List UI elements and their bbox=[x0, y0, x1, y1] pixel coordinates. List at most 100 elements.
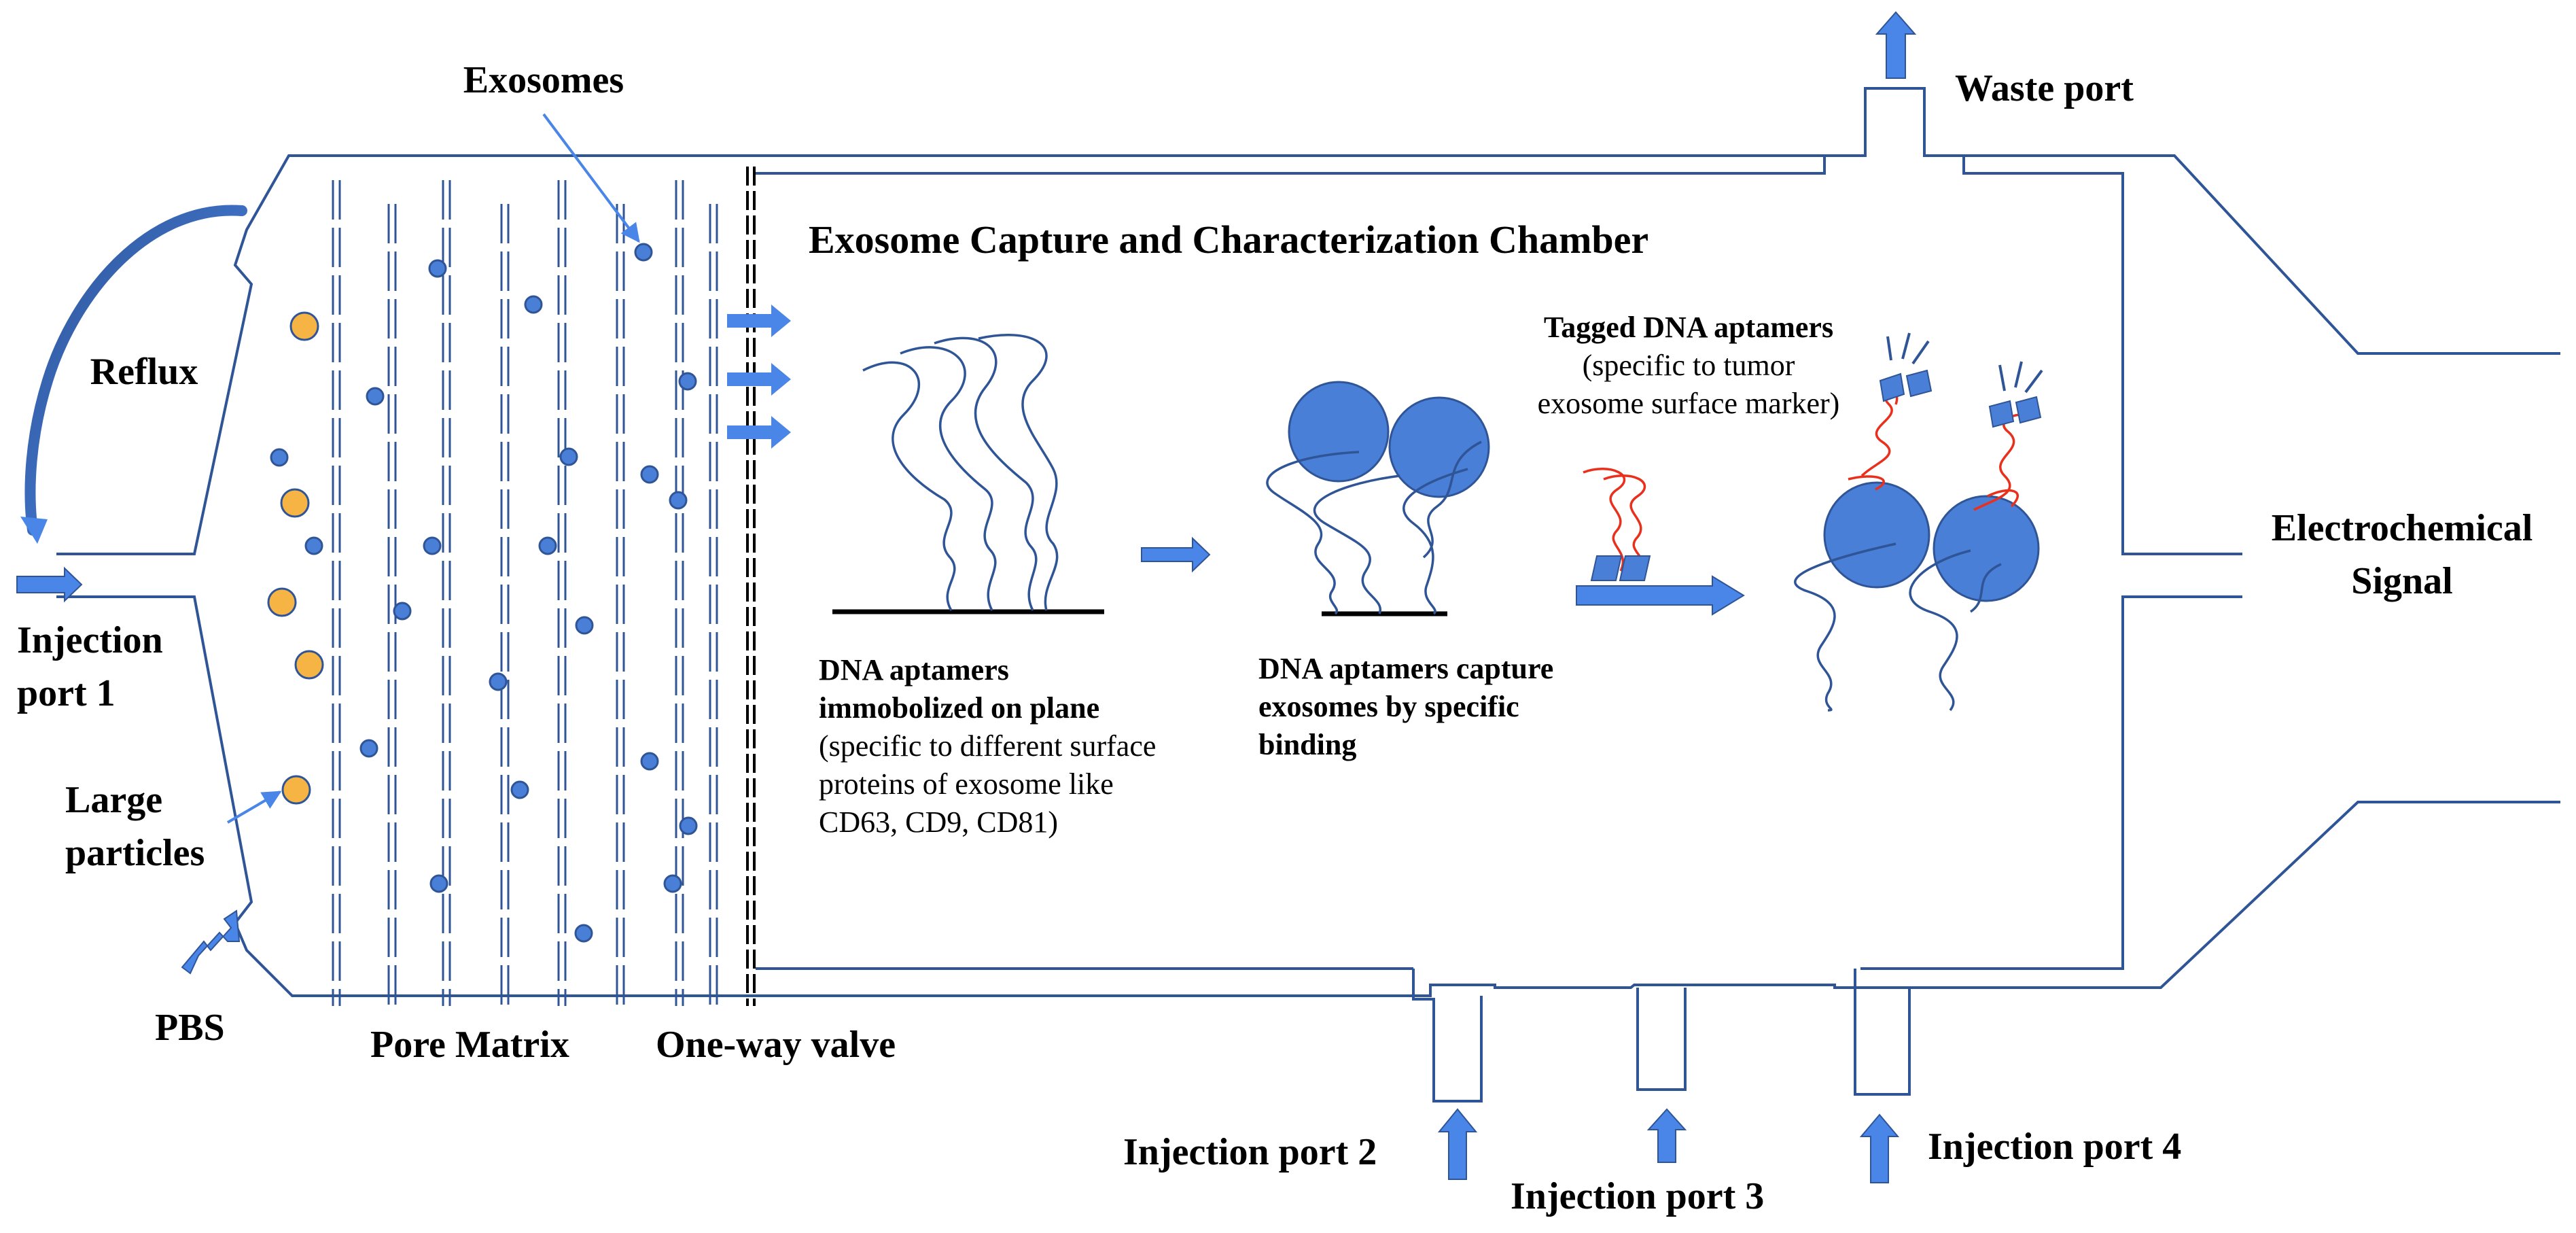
capture-line1: DNA aptamers capture bbox=[1258, 652, 1553, 685]
electrochemical-tag bbox=[1988, 400, 2015, 428]
large-particle bbox=[294, 650, 324, 680]
signal-dash bbox=[1911, 340, 1930, 365]
aptamer-strand bbox=[978, 333, 1059, 611]
aptamer-strand bbox=[900, 346, 997, 611]
injection-port-2-label: Injection port 2 bbox=[1123, 1131, 1377, 1173]
injection-port-1-label-line1: Injection bbox=[17, 619, 163, 661]
exosome-particle bbox=[270, 448, 289, 467]
tagged-desc-line1: (specific to tumor bbox=[1583, 349, 1795, 382]
exosome-particle bbox=[678, 372, 697, 391]
exosome-particle bbox=[538, 536, 557, 555]
reflux-arrow bbox=[24, 205, 247, 536]
exosome-particle bbox=[304, 536, 323, 555]
exosome-particle bbox=[574, 924, 593, 943]
tagged-detection-figure bbox=[1794, 332, 2043, 712]
signal-dash bbox=[1886, 336, 1892, 361]
device-outline bbox=[56, 87, 2560, 1102]
injection-port-2-channel bbox=[1412, 969, 1483, 1102]
tag-strand bbox=[1848, 475, 1885, 491]
pore-matrix-label: Pore Matrix bbox=[370, 1024, 569, 1066]
signal-dash bbox=[2024, 369, 2043, 394]
injection-port-1-label-line2: port 1 bbox=[17, 672, 116, 714]
waste-port-arrow bbox=[1875, 11, 1917, 79]
tag-strand bbox=[1860, 390, 1899, 477]
large-particles bbox=[267, 311, 324, 805]
electrochemical-tag bbox=[1590, 555, 1623, 581]
electrochemical-tag bbox=[2015, 396, 2042, 424]
aptamer-strand bbox=[1794, 542, 1896, 712]
aptamer-strand bbox=[1422, 440, 1482, 559]
detected-exosome bbox=[1823, 481, 1930, 589]
injection-port-1-arrow bbox=[16, 566, 83, 603]
exosome-particle bbox=[669, 491, 688, 510]
electrochemical-tag bbox=[1905, 369, 1933, 398]
immobilized-title-line1: DNA aptamers bbox=[819, 653, 1009, 687]
pbs-label: PBS bbox=[155, 1007, 225, 1049]
large-particle bbox=[280, 488, 310, 518]
immobilized-desc-line2: proteins of exosome like bbox=[819, 767, 1114, 801]
exosome-particle bbox=[679, 816, 698, 835]
signal-dash bbox=[2014, 361, 2023, 388]
exosomes-label: Exosomes bbox=[463, 59, 624, 101]
aptamer-strand bbox=[1969, 563, 2002, 613]
waste-port-label: Waste port bbox=[1955, 67, 2134, 109]
flow-arrows bbox=[16, 11, 1917, 1183]
reflux-label: Reflux bbox=[90, 351, 198, 393]
exosome-particle bbox=[366, 387, 385, 406]
injection-port-4-arrow bbox=[1859, 1113, 1900, 1183]
aptamer-strand bbox=[862, 361, 956, 611]
large-particle bbox=[281, 775, 311, 805]
captured-exosome bbox=[1388, 396, 1490, 498]
signal-dash bbox=[1901, 332, 1911, 360]
detected-exosome bbox=[1933, 495, 2040, 602]
injection-port-4-label: Injection port 4 bbox=[1928, 1126, 2181, 1168]
exosome-particle bbox=[429, 874, 448, 893]
flow-arrow bbox=[727, 416, 791, 449]
capture-figure bbox=[1266, 381, 1490, 616]
captured-exosome bbox=[1288, 381, 1390, 483]
exosome-particle bbox=[423, 536, 442, 555]
large-particles-pointer bbox=[226, 791, 282, 824]
aptamer-strand bbox=[1402, 468, 1468, 615]
tagged-aptamer-figure bbox=[1583, 468, 1651, 581]
immobilized-title-line2: immobolized on plane bbox=[819, 691, 1099, 725]
exosome-particle bbox=[640, 752, 659, 771]
immobilized-aptamers-figure bbox=[832, 333, 1104, 614]
injection-port-3-channel bbox=[1636, 988, 1687, 1091]
exosome-particle bbox=[510, 780, 529, 799]
signal-dash bbox=[1998, 364, 2006, 392]
injection-port-3-arrow bbox=[1646, 1108, 1687, 1163]
exosome-particle bbox=[575, 616, 594, 635]
aptamer-strand bbox=[1266, 451, 1360, 615]
injection-port-3-label: Injection port 3 bbox=[1511, 1175, 1764, 1217]
exosome-particle bbox=[559, 447, 578, 466]
immobilized-desc-line3: CD63, CD9, CD81) bbox=[819, 805, 1058, 839]
step-arrow-1 bbox=[1141, 536, 1211, 573]
large-particle bbox=[267, 587, 297, 617]
aptamer-strand bbox=[934, 336, 1038, 611]
electrochemical-tag bbox=[1619, 555, 1651, 581]
chamber-title: Exosome Capture and Characterization Cha… bbox=[809, 218, 1648, 262]
injection-port-4-channel bbox=[1854, 969, 1911, 1096]
reflux-arrowhead bbox=[20, 517, 48, 544]
electrochemical-signal-label-line2: Signal bbox=[2351, 560, 2452, 602]
tag-strand bbox=[1583, 468, 1626, 572]
capture-line2: exosomes by specific bbox=[1258, 690, 1519, 723]
exosome-particle bbox=[489, 672, 508, 691]
large-particle bbox=[289, 311, 319, 341]
exosome-particle bbox=[663, 874, 682, 893]
aptamer-strand bbox=[1313, 474, 1400, 614]
step-arrow-2 bbox=[1576, 575, 1745, 616]
injection-port-2-arrow bbox=[1437, 1108, 1478, 1180]
large-particles-label-line1: Large bbox=[65, 779, 162, 821]
exosome-particle bbox=[428, 259, 447, 278]
capture-line3: binding bbox=[1258, 728, 1356, 761]
electrochemical-tag bbox=[1879, 372, 1905, 402]
aptamer-strand bbox=[1909, 549, 1971, 712]
flow-arrow bbox=[727, 363, 791, 396]
tagged-title: Tagged DNA aptamers bbox=[1544, 311, 1833, 344]
flow-arrow bbox=[727, 305, 791, 337]
exosomes-pointer bbox=[542, 113, 640, 243]
tagged-desc-line2: exosome surface marker) bbox=[1538, 387, 1840, 420]
